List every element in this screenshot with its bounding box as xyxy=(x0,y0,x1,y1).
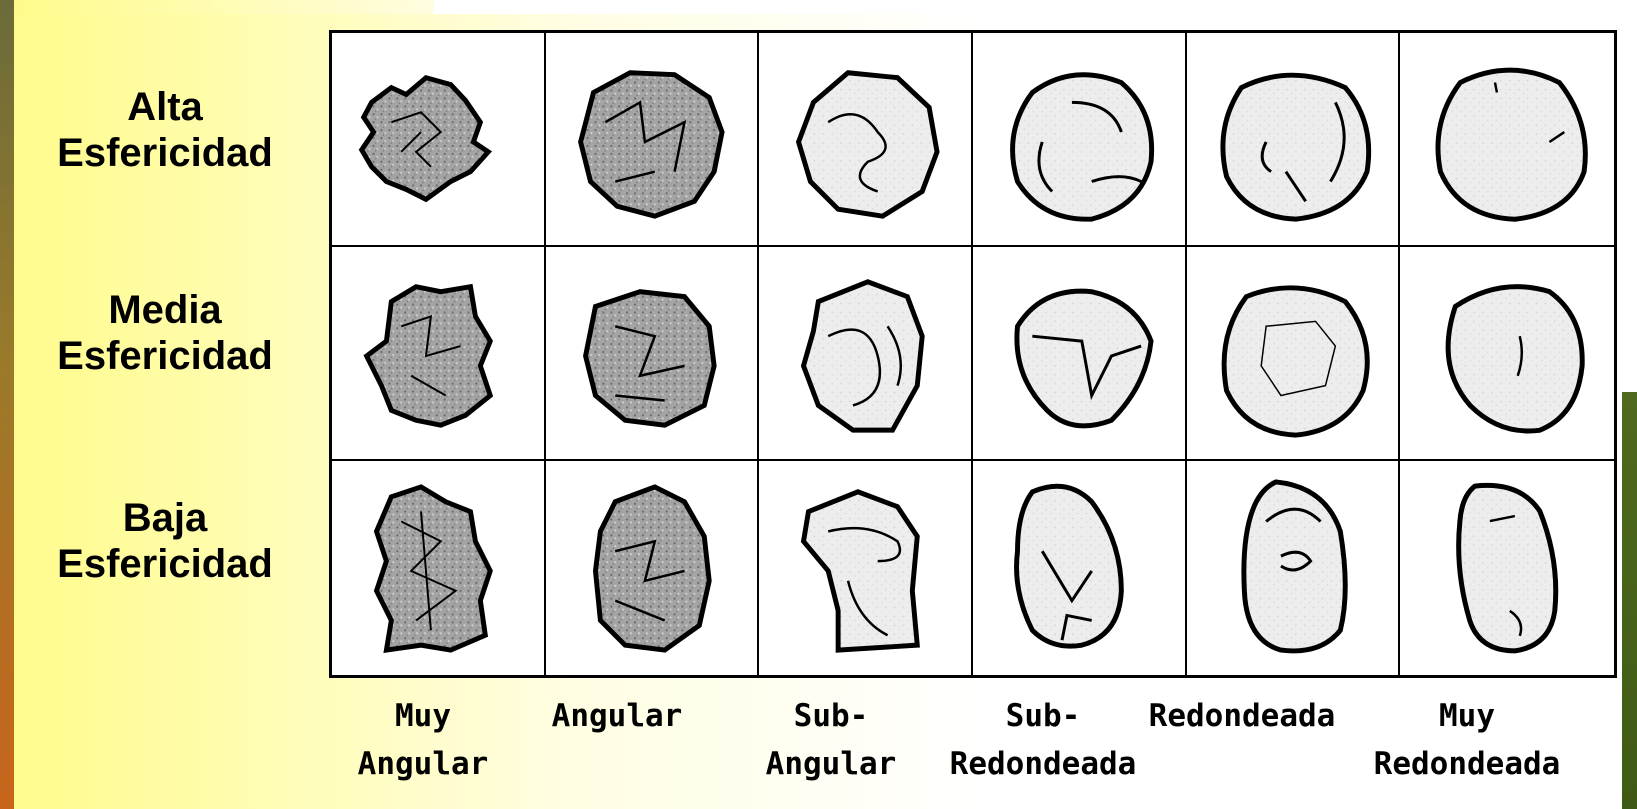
grain-baja-sub-angular xyxy=(759,461,973,675)
grain-alta-sub-angular xyxy=(759,33,973,247)
grain-baja-muy-angular xyxy=(332,461,546,675)
grain-baja-muy-redondeada xyxy=(1400,461,1614,675)
grain-media-muy-redondeada xyxy=(1400,247,1614,461)
right-accent-bar xyxy=(1622,392,1637,809)
col-label-angular: Angular xyxy=(512,692,722,740)
grain-media-sub-redondeada xyxy=(973,247,1187,461)
top-band xyxy=(0,0,1637,14)
grain-alta-muy-redondeada xyxy=(1400,33,1614,247)
grain-media-muy-angular xyxy=(332,247,546,461)
row-label-baja: Baja Esfericidad xyxy=(20,495,310,587)
grain-baja-redondeada xyxy=(1187,461,1401,675)
grain-alta-muy-angular xyxy=(332,33,546,247)
left-accent-bar xyxy=(0,0,14,809)
grain-baja-angular xyxy=(546,461,760,675)
grain-alta-angular xyxy=(546,33,760,247)
col-label-redondeada: Redondeada xyxy=(1137,692,1347,740)
col-label-sub-angular: Sub- Angular xyxy=(726,692,936,788)
row-label-media: Media Esfericidad xyxy=(20,287,310,379)
col-label-muy-angular: Muy Angular xyxy=(318,692,528,788)
grain-baja-sub-redondeada xyxy=(973,461,1187,675)
col-label-sub-redondeada: Sub- Redondeada xyxy=(938,692,1148,788)
grain-media-sub-angular xyxy=(759,247,973,461)
grain-media-redondeada xyxy=(1187,247,1401,461)
grain-alta-sub-redondeada xyxy=(973,33,1187,247)
grain-alta-redondeada xyxy=(1187,33,1401,247)
grain-media-angular xyxy=(546,247,760,461)
col-label-muy-redondeada: Muy Redondeada xyxy=(1362,692,1572,788)
grain-shape-grid xyxy=(329,30,1617,678)
row-label-alta: Alta Esfericidad xyxy=(20,84,310,176)
